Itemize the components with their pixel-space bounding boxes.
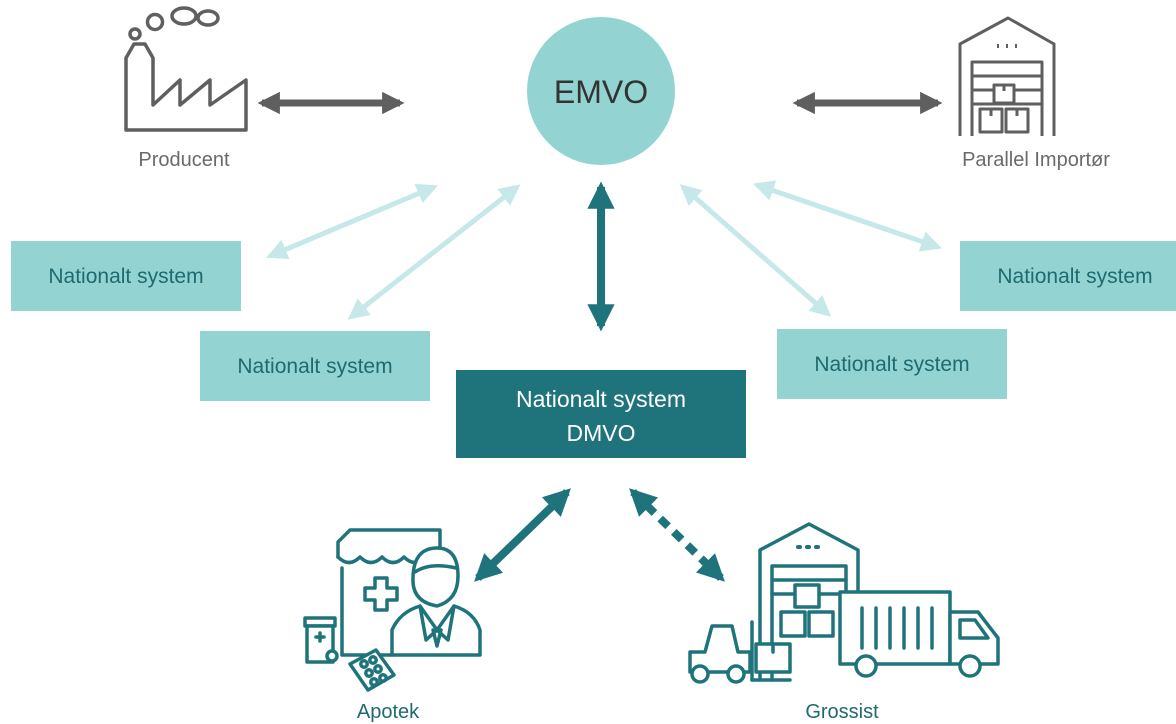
warehouse-icon	[958, 16, 1056, 136]
national-system-box-4	[960, 241, 1176, 311]
dmvo-label-line2: DMVO	[567, 420, 636, 446]
factory-icon	[124, 6, 248, 132]
national-system-box-2	[200, 331, 430, 401]
dmvo-box	[456, 370, 746, 458]
connectors	[257, 91, 943, 582]
apotek-label: Apotek	[357, 701, 420, 723]
arrow-dmvo-grossist	[629, 488, 725, 582]
pharmacy-pharmacist-icon	[303, 528, 482, 692]
arrow-emvo-national-3	[679, 184, 832, 317]
national-system-box-1	[11, 241, 241, 311]
emvo-circle	[527, 17, 675, 165]
national-system-label-3: Nationalt system	[814, 353, 969, 376]
emvo-label: EMVO	[554, 74, 648, 110]
arrow-emvo-national-4	[753, 180, 942, 252]
arrow-emvo-national-1	[266, 183, 438, 260]
producent-label: Producent	[138, 149, 230, 171]
grossist-label: Grossist	[805, 701, 879, 723]
parallel-importer-label: Parallel Importør	[962, 149, 1110, 171]
national-system-label-4: Nationalt system	[997, 265, 1152, 288]
national-system-box-3	[777, 329, 1007, 399]
arrow-emvo-national-2	[347, 184, 521, 320]
warehouse-forklift-truck-icon	[688, 522, 1000, 684]
national-system-label-1: Nationalt system	[48, 265, 203, 288]
national-system-label-2: Nationalt system	[237, 355, 392, 378]
arrow-dmvo-apotek	[474, 488, 571, 582]
dmvo-label-line1: Nationalt system	[516, 386, 686, 412]
